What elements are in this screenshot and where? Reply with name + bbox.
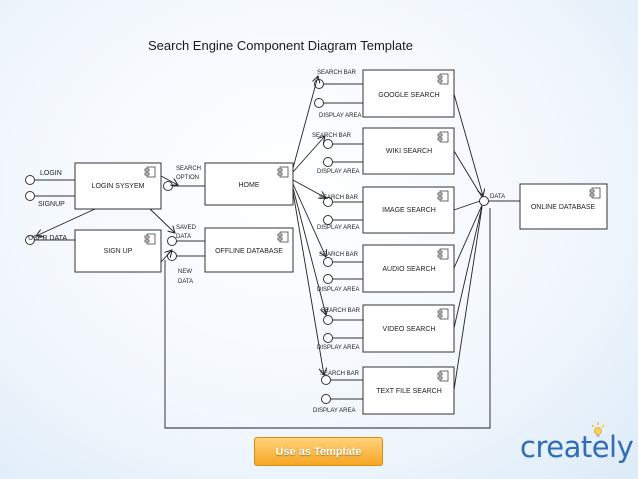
audio-search-label: AUDIO SEARCH — [382, 266, 435, 273]
image-search-label: IMAGE SEARCH — [382, 207, 436, 214]
port-search-option: SEARCH OPTION — [163, 166, 205, 191]
ports-audio: SEARCH BAR DISPLAY AREA — [317, 252, 363, 293]
component-google-search: GOOGLE SEARCH — [362, 69, 455, 118]
ports-text-file: SEARCH BAR DISPLAY AREA — [313, 371, 363, 414]
port-saved-data: SAVED DATA — [167, 225, 205, 246]
google-search-label: GOOGLE SEARCH — [378, 92, 439, 99]
google-display-area-label: DISPLAY AREA — [319, 113, 361, 119]
text-file-search-bar-label: SEARCH BAR — [320, 371, 360, 377]
component-wiki-search: WIKI SEARCH — [362, 127, 455, 175]
video-search-bar-label: SEARCH BAR — [321, 308, 361, 314]
home-label: HOME — [239, 182, 260, 189]
wiki-search-bar-label: SEARCH BAR — [312, 133, 352, 139]
new-data-label-1: NEW — [178, 269, 192, 275]
creately-logo[interactable]: creately — [520, 422, 634, 472]
video-display-area-label: DISPLAY AREA — [317, 345, 359, 351]
sign-up-label: SIGN UP — [104, 248, 133, 255]
google-search-bar-label: SEARCH BAR — [317, 70, 357, 76]
lightbulb-icon — [591, 422, 605, 437]
login-system-label: LOGIN SYSYEM — [92, 183, 145, 190]
ports-wiki: SEARCH BAR DISPLAY AREA — [312, 133, 363, 175]
component-offline-database: OFFLINE DATABASE — [204, 227, 294, 273]
signup-port-label: SIGNUP — [38, 201, 65, 208]
component-sign-up: SIGN UP — [74, 229, 162, 273]
port-user-data: USER DATA — [25, 235, 75, 245]
text-file-search-label: TEXT FILE SEARCH — [376, 388, 442, 395]
port-login: LOGIN — [25, 170, 75, 185]
creately-logo-text: creately — [520, 430, 634, 464]
saved-data-label-1: SAVED — [176, 225, 197, 231]
component-home: HOME — [204, 162, 294, 206]
offline-database-label: OFFLINE DATABASE — [215, 248, 283, 255]
ports-image: SEARCH BAR DISPLAY AREA — [317, 195, 363, 231]
ports-video: SEARCH BAR DISPLAY AREA — [317, 308, 363, 351]
wiki-search-label: WIKI SEARCH — [386, 148, 432, 155]
connectors — [36, 76, 491, 429]
component-text-file-search: TEXT FILE SEARCH — [362, 366, 455, 415]
component-online-database: ONLINE DATABASE — [519, 183, 608, 230]
port-signup: SIGNUP — [25, 191, 75, 208]
login-port-label: LOGIN — [40, 170, 62, 177]
user-data-port-label: USER DATA — [28, 235, 67, 242]
audio-search-bar-label: SEARCH BAR — [319, 252, 359, 258]
text-file-display-area-label: DISPLAY AREA — [313, 408, 355, 414]
diagram-title: Search Engine Component Diagram Template — [148, 38, 413, 53]
port-new-data: NEW DATA — [167, 251, 205, 285]
component-video-search: VIDEO SEARCH — [362, 304, 455, 353]
search-option-label-2: OPTION — [176, 175, 199, 181]
online-data-port-label: DATA — [490, 194, 505, 200]
online-database-label: ONLINE DATABASE — [531, 204, 596, 211]
component-image-search: IMAGE SEARCH — [362, 186, 455, 234]
port-online-data: DATA — [479, 194, 520, 206]
image-display-area-label: DISPLAY AREA — [317, 225, 359, 231]
video-search-label: VIDEO SEARCH — [383, 326, 436, 333]
wiki-display-area-label: DISPLAY AREA — [317, 169, 359, 175]
ports-google: SEARCH BAR DISPLAY AREA — [314, 70, 363, 119]
component-audio-search: AUDIO SEARCH — [362, 244, 455, 293]
image-search-bar-label: SEARCH BAR — [319, 195, 359, 201]
component-login-system: LOGIN SYSYEM — [74, 162, 162, 210]
search-option-label-1: SEARCH — [176, 166, 201, 172]
saved-data-label-2: DATA — [176, 234, 191, 240]
audio-display-area-label: DISPLAY AREA — [317, 287, 359, 293]
new-data-label-2: DATA — [178, 279, 193, 285]
use-as-template-button[interactable]: Use as Template — [254, 437, 383, 466]
